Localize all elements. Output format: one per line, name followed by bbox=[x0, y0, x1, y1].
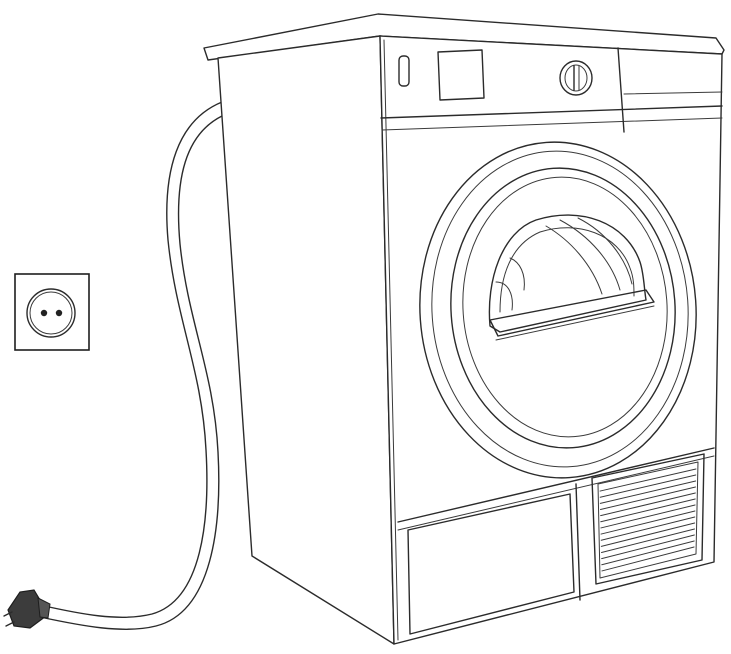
dryer-lower-panel bbox=[397, 447, 715, 635]
socket-pin-hole-left bbox=[40, 309, 48, 317]
vent-grille bbox=[591, 453, 705, 585]
vent-slat bbox=[600, 498, 696, 523]
socket-pin-hole-right bbox=[55, 309, 63, 317]
power-plug bbox=[3, 589, 51, 629]
wall-socket bbox=[14, 273, 90, 351]
vent-slat bbox=[601, 540, 695, 566]
dryer-body bbox=[203, 13, 725, 645]
vent-slat bbox=[600, 492, 696, 517]
vent-slat bbox=[599, 480, 697, 504]
power-button bbox=[398, 55, 410, 87]
display-screen bbox=[437, 49, 485, 101]
vent-slat bbox=[600, 486, 696, 510]
vent-slat bbox=[601, 528, 695, 553]
vent-slat bbox=[600, 516, 696, 541]
dryer-door bbox=[419, 141, 697, 479]
vent-slat bbox=[600, 504, 696, 529]
vent-slat bbox=[601, 534, 695, 560]
vent-slat bbox=[599, 468, 697, 492]
power-cord bbox=[39, 101, 223, 630]
plinth-cover bbox=[407, 493, 575, 635]
vent-slat bbox=[600, 522, 696, 547]
vent-slat bbox=[600, 510, 696, 535]
program-dial bbox=[559, 60, 593, 96]
vent-slat bbox=[599, 474, 697, 498]
vent-slat bbox=[601, 546, 695, 572]
vent-slats bbox=[599, 468, 697, 572]
control-panel bbox=[398, 49, 593, 101]
